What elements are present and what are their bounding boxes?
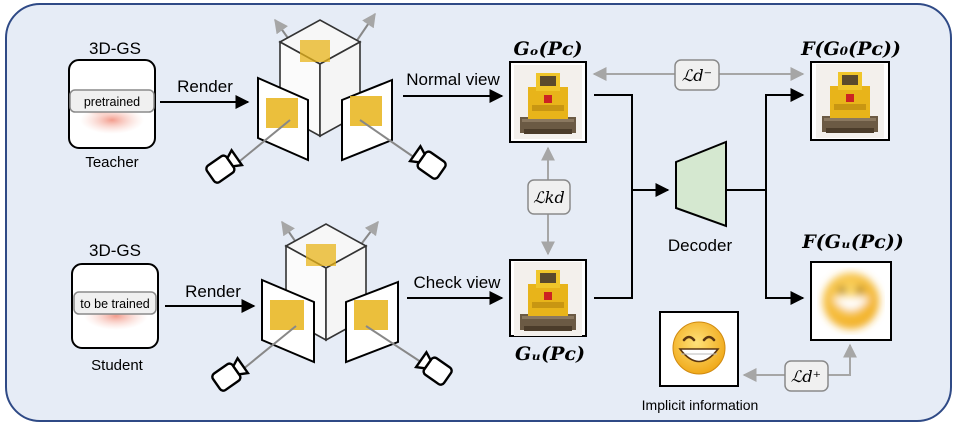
teacher-output-label: Gₒ(Pᴄ) — [514, 38, 583, 60]
student-decoded-label: F(Gᵤ(Pᴄ)) — [801, 231, 903, 253]
teacher-rendered-image — [509, 61, 587, 143]
decoder-shape — [675, 140, 727, 228]
d-minus-loss-box — [674, 59, 720, 91]
teacher-3dgs-box: pretrained — [68, 59, 156, 149]
d-plus-loss-box — [784, 360, 829, 392]
implicit-emoji-box — [659, 311, 739, 387]
student-3dgs-box: to be trained — [71, 263, 159, 349]
teacher-camera-cube — [234, 12, 419, 166]
normal-view-label: Normal view — [406, 70, 500, 89]
student-camera-left-icon — [211, 356, 251, 392]
student-output-label: Gᵤ(Pᴄ) — [515, 343, 585, 365]
d-plus-loss-label: ℒd⁺ — [791, 367, 821, 386]
pretrained-badge — [69, 89, 155, 113]
student-3dgs-title: 3D-GS — [89, 241, 141, 260]
d-plus-arrow-up — [828, 343, 857, 376]
teacher-render-label: Render — [177, 77, 233, 96]
teacher-decoded-image — [810, 61, 890, 141]
teacher-camera-left-icon — [205, 148, 245, 184]
teacher-caption: Teacher — [85, 154, 138, 171]
student-to-decoder-line — [594, 190, 633, 299]
student-render-label: Render — [185, 282, 241, 301]
decoder-to-teacher-output — [765, 88, 805, 190]
to-be-trained-badge — [73, 291, 157, 315]
kd-loss-box — [527, 179, 571, 215]
student-decoded-image — [810, 261, 892, 341]
teacher-camera-right-icon — [407, 144, 447, 180]
kd-loss-label: ℒkd — [533, 188, 564, 207]
teacher-3dgs-title: 3D-GS — [89, 39, 141, 58]
student-caption: Student — [91, 357, 144, 374]
student-rendered-image — [509, 259, 587, 337]
check-view-label: Check view — [414, 273, 502, 292]
teacher-to-decoder-line — [594, 94, 670, 197]
student-camera-cube — [241, 220, 425, 371]
decoder-to-student-output — [765, 190, 805, 305]
teacher-decoded-label: F(G₀(Pᴄ)) — [800, 38, 901, 60]
to-be-trained-badge-label: to be trained — [80, 297, 150, 311]
smiley-face-icon — [672, 321, 726, 375]
decoder-label: Decoder — [668, 236, 733, 255]
pretrained-badge-label: pretrained — [84, 95, 140, 109]
implicit-information-caption: Implicit information — [642, 397, 759, 413]
student-camera-right-icon — [413, 350, 453, 386]
d-minus-loss-label: ℒd⁻ — [682, 66, 712, 85]
